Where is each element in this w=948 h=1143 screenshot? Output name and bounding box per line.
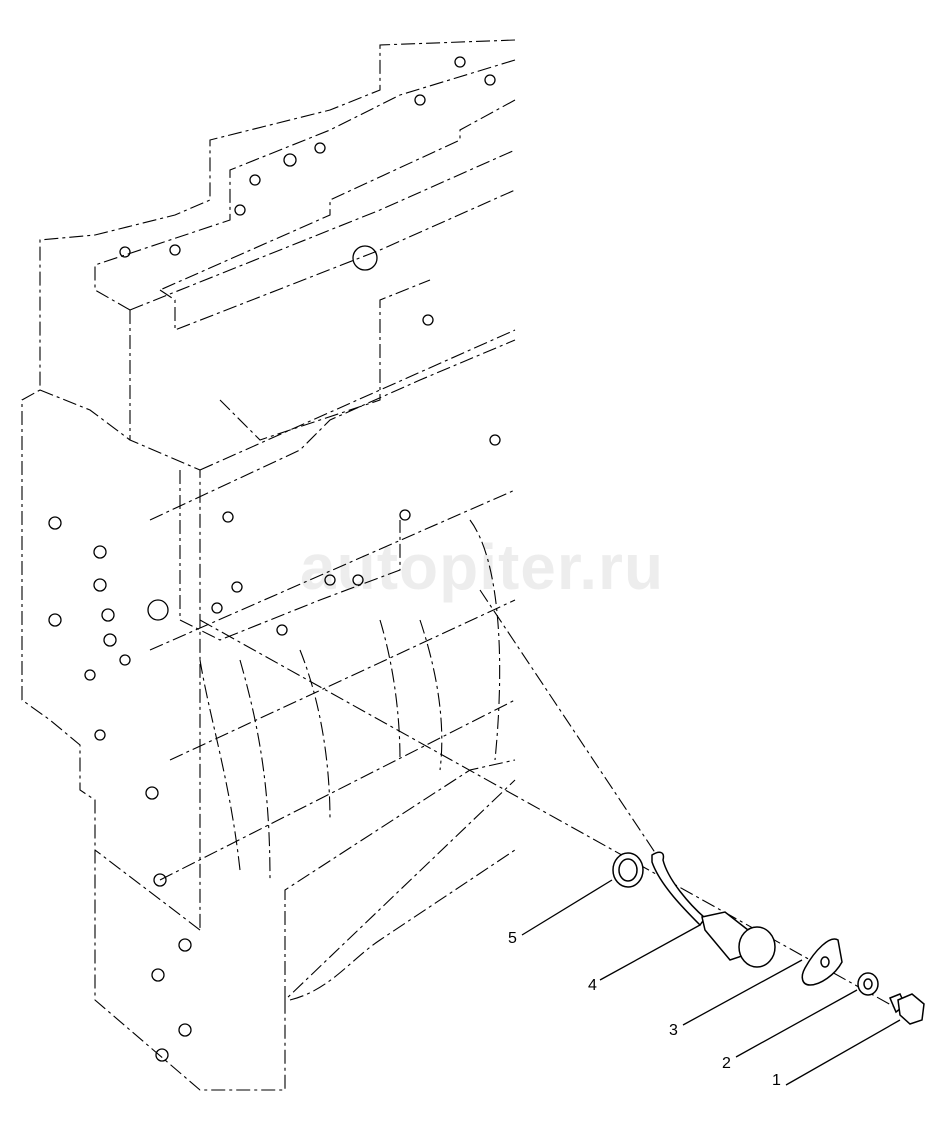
callout-1: 1 [772, 1072, 781, 1089]
callout-2: 2 [722, 1055, 731, 1072]
engine-block-outline [21, 39, 901, 1091]
watermark: autopiter.ru [300, 531, 665, 603]
callout-5: 5 [508, 930, 517, 947]
oil-jet-nozzle-part [651, 851, 776, 968]
callout-3: 3 [669, 1022, 678, 1039]
washer-part [857, 972, 879, 996]
plate-part [801, 938, 843, 986]
seal-ring-part [612, 852, 644, 888]
plug-part [889, 993, 925, 1025]
block-holes [48, 56, 501, 1062]
callout-4: 4 [588, 977, 597, 994]
leader-lines [521, 879, 901, 1086]
